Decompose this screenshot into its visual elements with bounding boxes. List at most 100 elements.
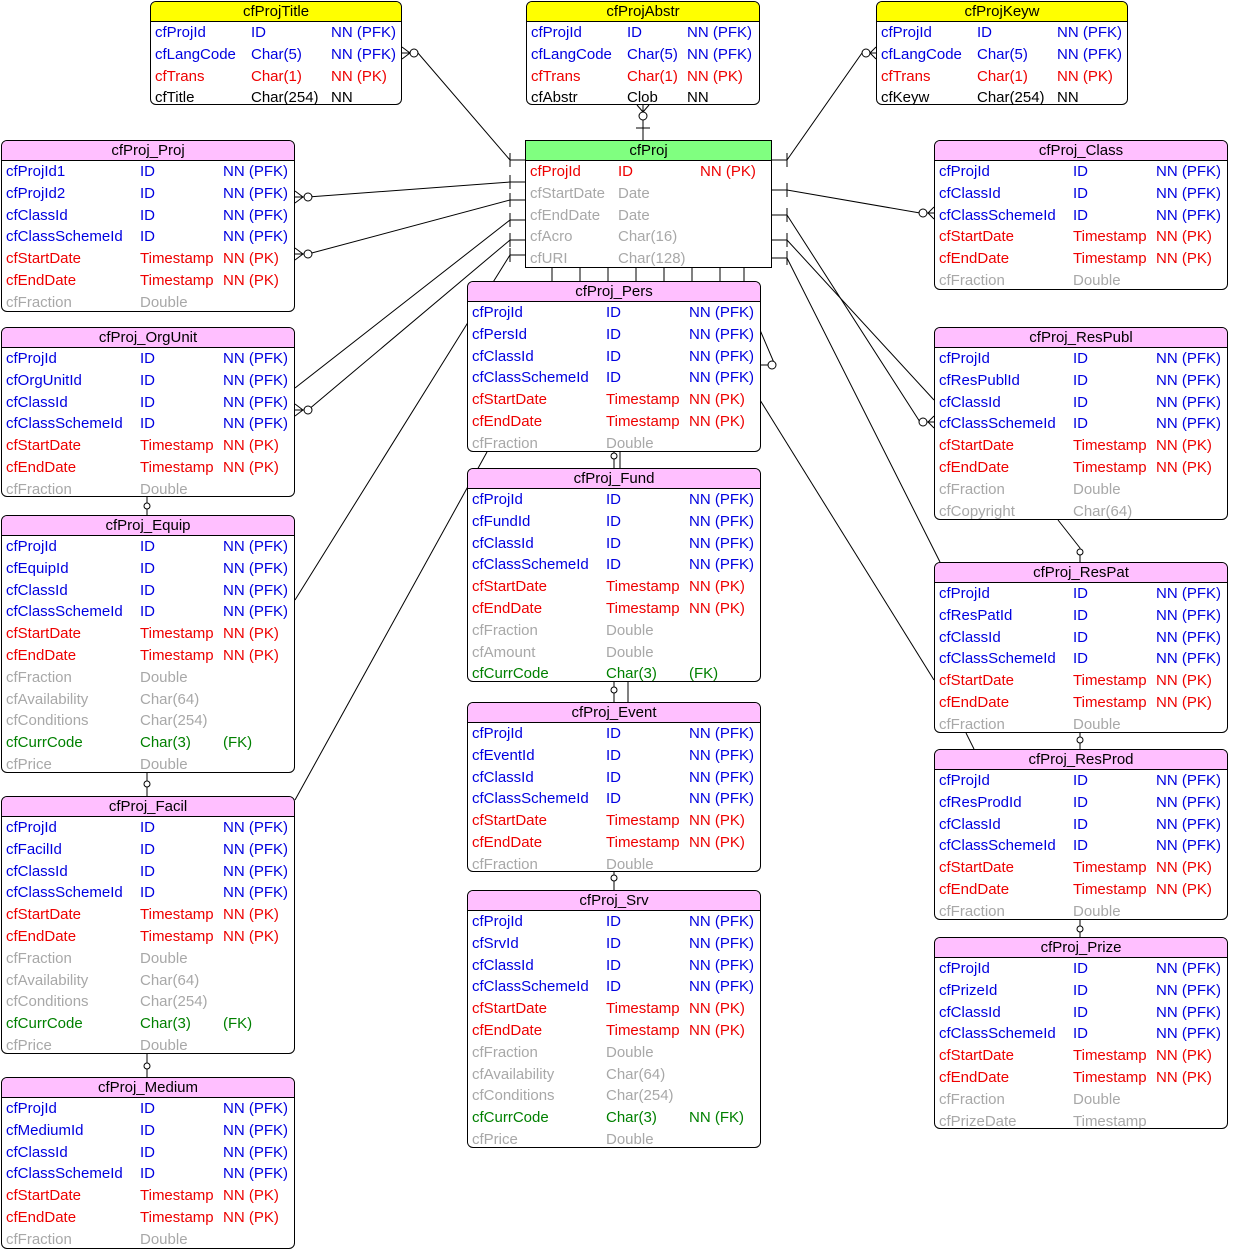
crow-foot [928, 416, 934, 422]
attribute-name: cfEndDate [939, 458, 1010, 476]
attribute-type: ID [140, 184, 155, 202]
attribute-key: NN (PK) [223, 625, 279, 643]
attribute-type: Char(64) [1073, 502, 1133, 520]
attribute-type: Timestamp [140, 1208, 214, 1226]
attribute-key: NN (PK) [223, 250, 279, 268]
attribute-key: NN (PFK) [223, 206, 288, 224]
attribute-type: Timestamp [606, 812, 680, 830]
attribute-name: cfClassId [939, 393, 1001, 411]
attribute-name: cfProjId [531, 24, 582, 41]
attribute-key: (FK) [223, 1015, 253, 1033]
entity-title: cfProj_Equip [2, 516, 294, 536]
attribute-key: NN (PK) [223, 437, 279, 455]
attribute-type: Timestamp [1073, 1047, 1147, 1065]
attribute-type: ID [1073, 163, 1088, 180]
rel-line-proj-respat2 [772, 258, 940, 562]
attribute-key: NN (PK) [223, 927, 279, 945]
attribute-name: cfClassId [939, 628, 1001, 646]
attribute-key: NN (PK) [689, 412, 745, 430]
attribute-type: Timestamp [140, 437, 214, 455]
attribute-type: ID [140, 1100, 155, 1117]
attribute-type: Timestamp [140, 458, 214, 476]
attribute-key: NN (PK) [1057, 67, 1113, 85]
attribute-type: Char(64) [140, 690, 200, 708]
attribute-name: cfClassSchemeId [472, 790, 589, 808]
attribute-name: cfProjId [939, 163, 990, 180]
attribute-row: cfEndDate Timestamp NN (PK) [935, 457, 1227, 479]
zero-circle [144, 781, 150, 787]
attribute-name: cfEndDate [6, 1208, 77, 1226]
attribute-type: Timestamp [1073, 1112, 1147, 1129]
rel-line-proj-orgunit2 [295, 240, 525, 410]
attribute-name: cfFacilId [6, 840, 62, 858]
attribute-type: Timestamp [1073, 458, 1147, 476]
attribute-key: NN (PFK) [687, 24, 752, 41]
attribute-type: ID [1073, 960, 1088, 977]
attribute-type: Timestamp [606, 391, 680, 409]
attribute-key: NN (PFK) [223, 1165, 288, 1183]
attribute-type: Double [140, 668, 188, 686]
attribute-name: cfPrizeDate [939, 1112, 1017, 1129]
attribute-key: NN (PK) [1156, 458, 1212, 476]
attribute-name: cfTrans [531, 67, 581, 85]
attribute-type: Char(16) [618, 228, 678, 246]
attribute-name: cfProjId [6, 350, 57, 367]
attribute-type: Char(5) [251, 45, 302, 63]
crow-foot [295, 191, 303, 197]
attribute-type: ID [140, 819, 155, 836]
attribute-key: NN (PFK) [223, 819, 288, 836]
attribute-key: NN (PK) [223, 906, 279, 924]
attribute-key: NN (PK) [1156, 437, 1212, 455]
attribute-type: Timestamp [1073, 672, 1147, 690]
attribute-name: cfClassSchemeId [939, 1025, 1056, 1043]
attribute-name: cfEndDate [6, 271, 77, 289]
attribute-name: cfAmount [472, 643, 536, 661]
attribute-name: cfProjId [6, 819, 57, 836]
attribute-key: NN (PFK) [1156, 606, 1221, 624]
zero-circle [304, 193, 312, 201]
attribute-key: (FK) [223, 734, 253, 752]
attribute-name: cfProjId2 [6, 184, 66, 202]
attribute-name: cfFraction [6, 668, 72, 686]
attribute-name: cfFraction [939, 271, 1005, 289]
attribute-name: cfCurrCode [472, 1109, 549, 1127]
